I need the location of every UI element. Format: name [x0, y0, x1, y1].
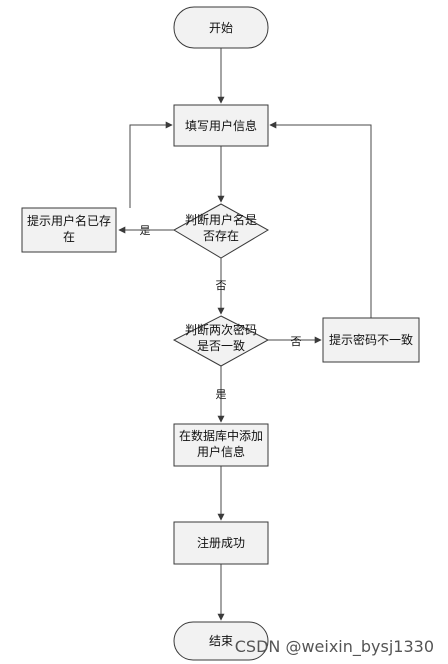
edge-label-username-no: 否 — [216, 279, 227, 292]
edge-mismatch-back — [269, 121, 372, 318]
check-password-label-2: 是否一致 — [197, 339, 245, 353]
start-label: 开始 — [209, 21, 233, 35]
register-success-box — [173, 521, 269, 565]
password-mismatch-label: 提示密码不一致 — [329, 332, 413, 347]
fill-user-info-label: 填写用户信息 — [185, 118, 257, 133]
check-username-decision — [172, 203, 270, 259]
edge-label-password-no: 否 — [291, 335, 302, 348]
password-mismatch-box — [322, 317, 420, 363]
end-label: 结束 — [209, 634, 233, 648]
check-password-label-1: 判断两次密码 — [185, 322, 257, 337]
edge-label-password-yes: 是 — [216, 388, 227, 401]
add-to-db-box — [173, 423, 269, 467]
username-exists-label-1: 提示用户名已存 — [27, 213, 111, 228]
check-password-decision — [172, 315, 270, 367]
watermark-text: CSDN @weixin_bysj1330 — [235, 637, 434, 657]
fill-user-info-box — [173, 104, 269, 147]
check-username-label-1: 判断用户名是 — [185, 212, 257, 227]
add-to-db-label-2: 用户信息 — [197, 444, 245, 459]
edge-username-exists-back — [129, 121, 173, 208]
register-success-label: 注册成功 — [197, 535, 245, 550]
check-username-label-2: 否存在 — [203, 229, 239, 243]
edge-label-username-yes: 是 — [140, 224, 151, 237]
end-terminator — [173, 621, 269, 661]
username-exists-box — [21, 207, 117, 253]
start-terminator — [173, 6, 269, 49]
username-exists-label-2: 在 — [63, 230, 75, 244]
add-to-db-label-1: 在数据库中添加 — [179, 428, 263, 443]
